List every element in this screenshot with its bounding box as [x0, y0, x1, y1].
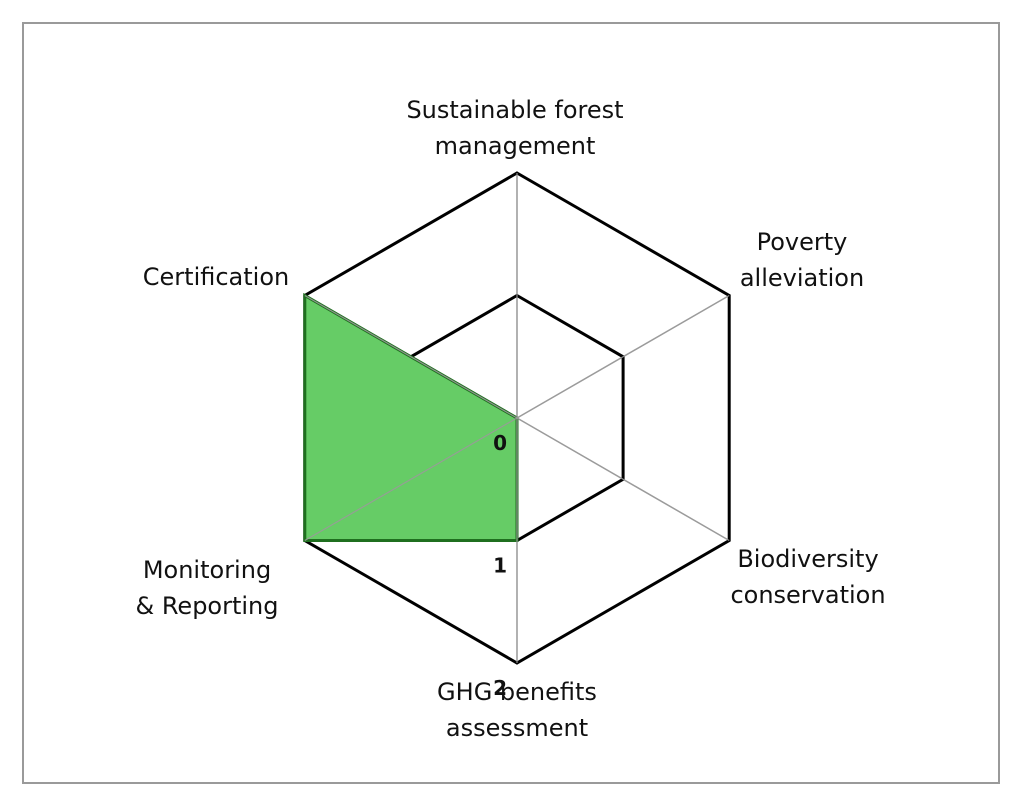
radar-axis-label-line: Certification [143, 263, 289, 291]
radar-series-area [303, 292, 519, 542]
radar-spoke-overlay [516, 417, 730, 542]
radar-spoke-overlay [304, 294, 518, 419]
radar-spoke-overlay [516, 294, 730, 419]
radar-tick-labels: 0 1 2 [493, 431, 507, 700]
radar-axis-label: Poverty alleviation [740, 228, 864, 292]
radar-axis-label: Sustainable forest management [406, 96, 623, 160]
radar-axis-label: Certification [143, 263, 289, 291]
radar-series [303, 173, 730, 663]
radar-axis-label: Biodiversity conservation [730, 545, 885, 609]
radar-axis-label-line: GHG benefits [437, 678, 597, 706]
radar-spoke-overlay [304, 417, 518, 542]
radar-axis-label-line: & Reporting [135, 592, 278, 620]
radar-axis-label-line: Monitoring [143, 556, 271, 584]
radar-axis-label-line: assessment [446, 714, 588, 742]
radar-axis-label-line: Biodiversity [737, 545, 878, 573]
radar-axis-label-line: management [435, 132, 596, 160]
radar-axis-label-line: Sustainable forest [406, 96, 623, 124]
radar-axis-label-line: Poverty [757, 228, 848, 256]
radar-axis-label-line: conservation [730, 581, 885, 609]
radar-axis-label: Monitoring & Reporting [135, 556, 278, 620]
radar-tick-label: 2 [493, 676, 507, 700]
radar-tick-label: 0 [493, 431, 507, 455]
chart-frame [22, 22, 1000, 784]
radar-axis-label: GHG benefits assessment [437, 678, 597, 742]
radar-axis-label-line: alleviation [740, 264, 864, 292]
radar-tick-label: 1 [493, 554, 507, 578]
